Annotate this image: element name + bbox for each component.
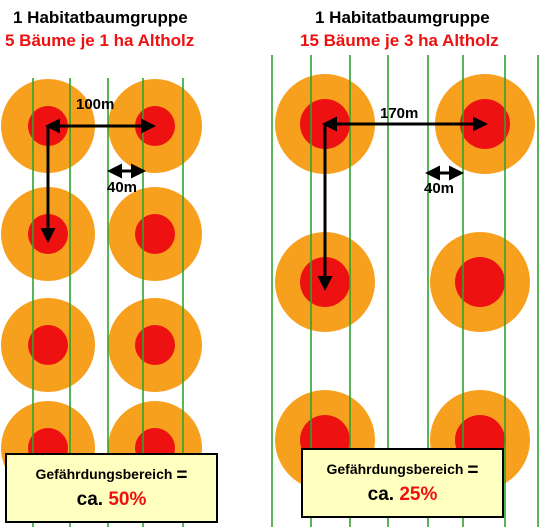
- left-tree-core: [28, 325, 68, 365]
- right-hazard-percent: 25%: [399, 484, 438, 505]
- left-tree-core: [135, 325, 175, 365]
- left-subtitle: 5 Bäume je 1 ha Altholz: [5, 31, 195, 50]
- left-hazard-percent: 50%: [108, 489, 147, 510]
- right-subtitle: 15 Bäume je 3 ha Altholz: [300, 31, 499, 50]
- right-dimensions: 170m 40m: [317, 105, 488, 291]
- right-title: 1 Habitatbaumgruppe: [315, 8, 490, 27]
- left-hazard-label: Gefährdungsbereich: [35, 466, 173, 482]
- right-hazard-box: Gefährdungsbereich= ca. 25%: [301, 448, 504, 518]
- left-hazard-equals: =: [176, 465, 188, 486]
- left-hazard-box: Gefährdungsbereich= ca. 50%: [5, 453, 218, 523]
- right-strip-label: 40m: [424, 180, 454, 197]
- right-hazard-label: Gefährdungsbereich: [326, 461, 464, 477]
- left-tree-core: [135, 214, 175, 254]
- left-strip-lines: [32, 78, 184, 527]
- right-hazard-prefix: ca.: [367, 484, 395, 505]
- left-tree-groups: [1, 79, 202, 495]
- right-tree-groups: [275, 74, 535, 490]
- left-hazard-prefix: ca.: [76, 489, 104, 510]
- right-hazard-equals: =: [467, 460, 479, 481]
- right-tree-core: [455, 257, 505, 307]
- right-distance-label: 170m: [380, 105, 418, 122]
- left-title: 1 Habitatbaumgruppe: [13, 8, 188, 27]
- left-dimensions: 100m 40m: [40, 96, 156, 243]
- left-distance-label: 100m: [76, 96, 114, 113]
- left-strip-label: 40m: [107, 179, 137, 196]
